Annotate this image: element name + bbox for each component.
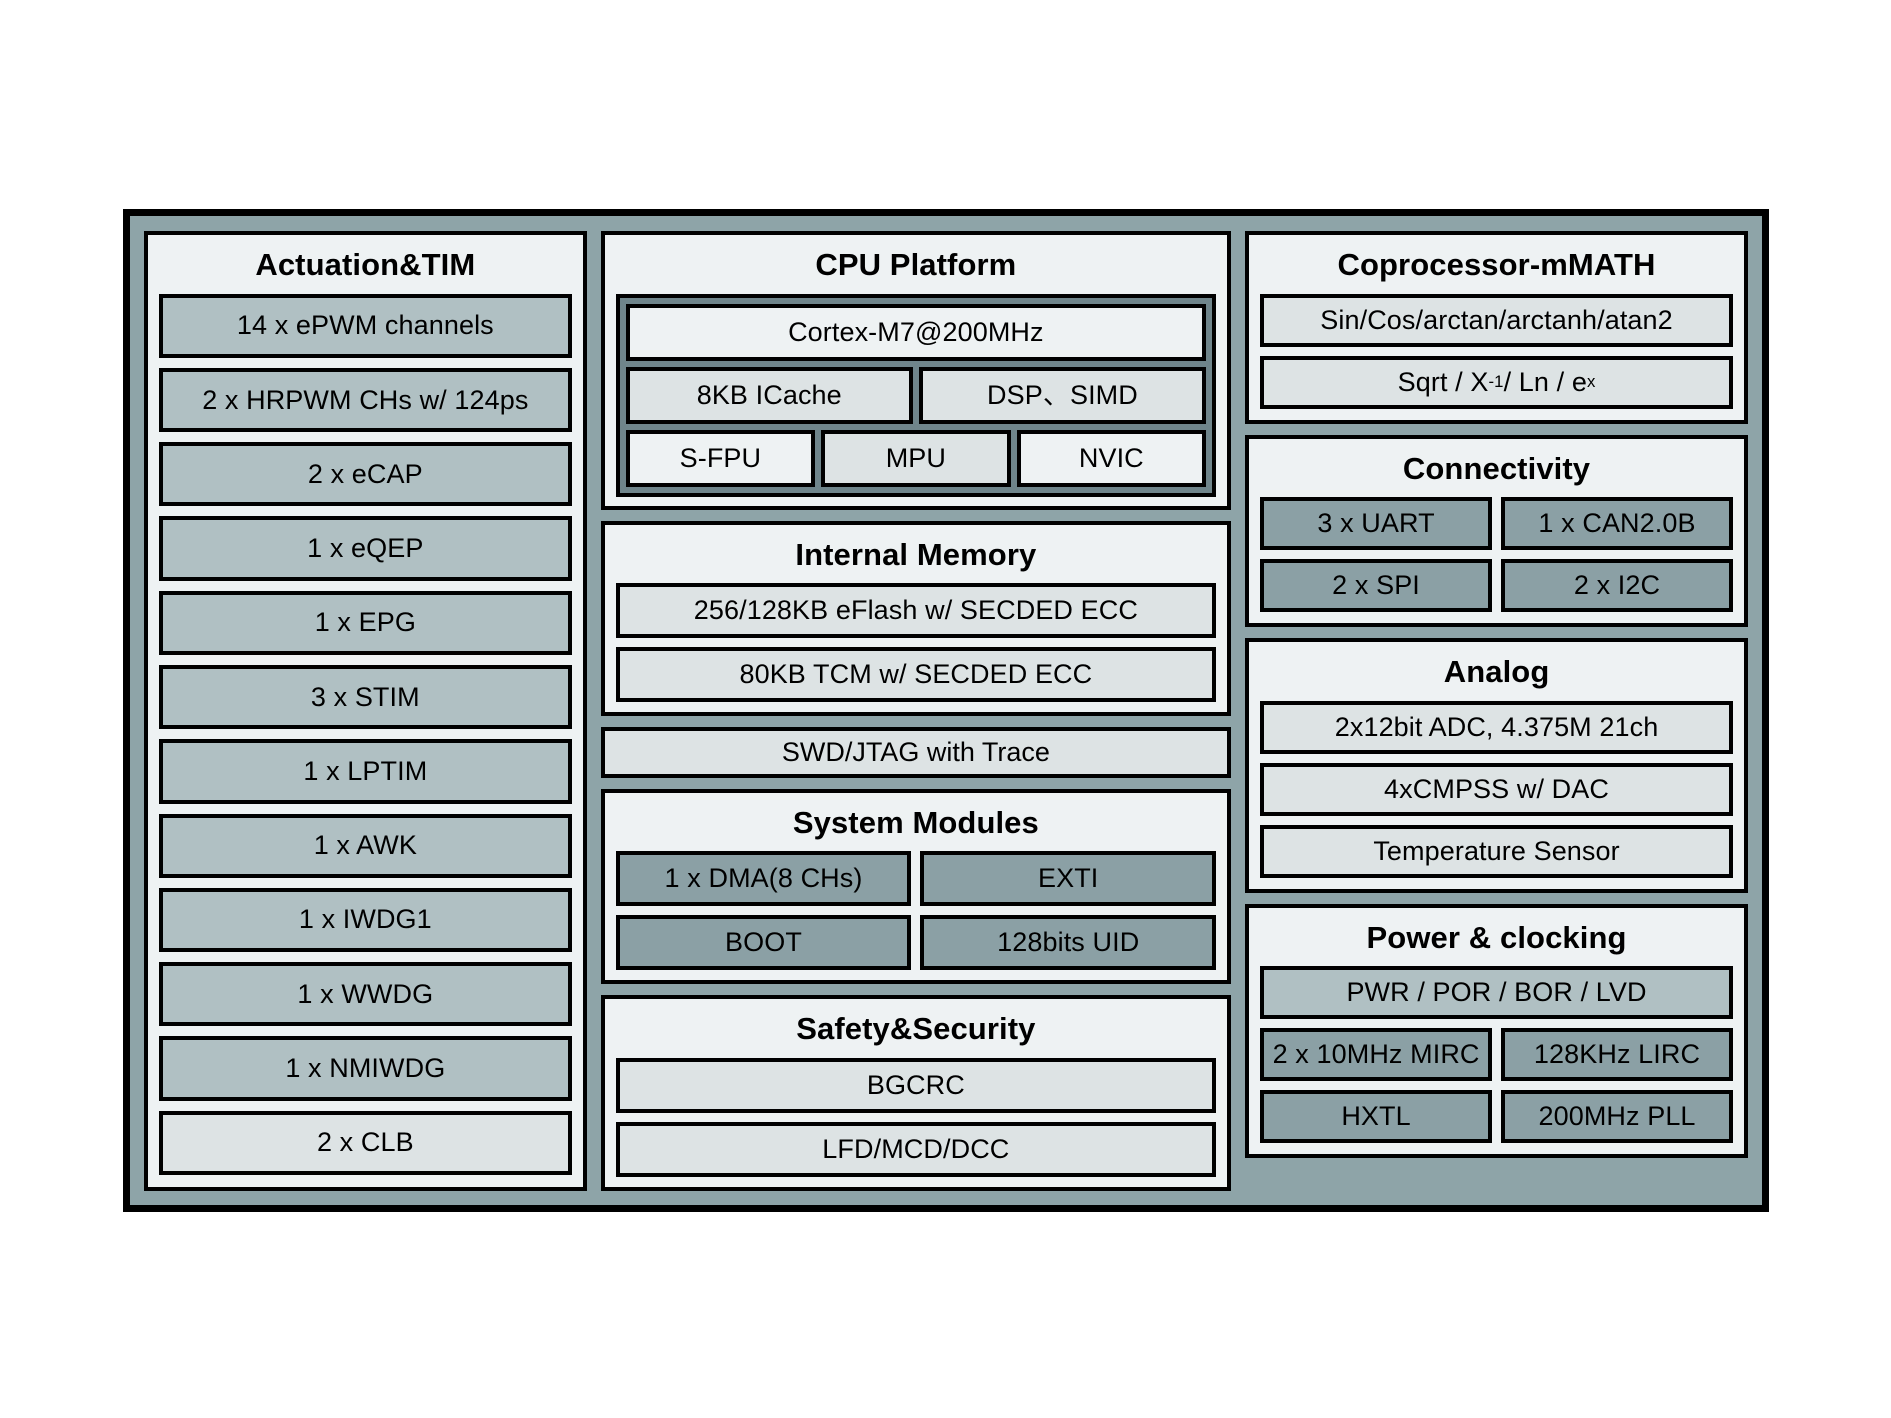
block-2-x-ecap: 2 x eCAP xyxy=(159,442,572,507)
panel-title-connectivity: Connectivity xyxy=(1402,450,1591,486)
panel-title-safety-security: Safety&Security xyxy=(796,1011,1036,1047)
block-1-x-nmiwdg: 1 x NMIWDG xyxy=(159,1036,572,1101)
block-hxtl: HXTL xyxy=(1260,1090,1493,1144)
column-right: Coprocessor-mMATH Sin/Cos/arctan/arctanh… xyxy=(1245,231,1748,1191)
block-200mhz-pll: 200MHz PLL xyxy=(1501,1090,1733,1144)
block-14-x-epwm-channels: 14 x ePWM channels xyxy=(159,293,572,358)
block-nvic: NVIC xyxy=(1016,429,1207,487)
block-2-x-hrpwm-chs-w-124ps: 2 x HRPWM CHs w/ 124ps xyxy=(159,367,572,433)
panel-title-actuation-tim: Actuation&TIM xyxy=(255,247,476,282)
block-mpu: MPU xyxy=(821,429,1011,487)
block-dsp-simd: DSP、SIMD xyxy=(918,366,1207,424)
block-boot: BOOT xyxy=(615,915,912,971)
panel-title-system-modules: System Modules xyxy=(792,804,1039,840)
block-s-fpu: S-FPU xyxy=(625,429,816,487)
column-left: Actuation&TIM 14 x ePWM channels 2 x HRPW… xyxy=(144,231,587,1191)
block-bgcrc: BGCRC xyxy=(615,1058,1217,1113)
panel-safety-security: Safety&Security BGCRC LFD/MCD/DCC xyxy=(600,995,1232,1191)
block-2-x-spi: 2 x SPI xyxy=(1260,559,1493,613)
block-128khz-lirc: 128KHz LIRC xyxy=(1501,1028,1733,1082)
block-1-x-lptim: 1 x LPTIM xyxy=(159,739,572,804)
column-middle: CPU Platform Cortex-M7@200MHz 8KB ICache… xyxy=(600,231,1232,1191)
block-8kb-icache: 8KB ICache xyxy=(625,366,913,424)
block-1-x-iwdg1: 1 x IWDG1 xyxy=(159,887,572,953)
panel-power-clocking: Power & clocking PWR / POR / BOR / LVD 2 … xyxy=(1245,903,1748,1159)
block-exti: EXTI xyxy=(920,851,1217,907)
block-4xcmpss-w-dac: 4xCMPSS w/ DAC xyxy=(1260,762,1733,816)
block-swd-jtag-trace: SWD/JTAG with Trace xyxy=(600,727,1232,778)
panel-title-power-clocking: Power & clocking xyxy=(1366,919,1627,955)
panel-analog: Analog 2x12bit ADC, 4.375M 21ch 4xCMPSS w… xyxy=(1245,638,1748,893)
block-128bits-uid: 128bits UID xyxy=(920,915,1217,971)
block-2x12bit-adc-4-375m-21ch: 2x12bit ADC, 4.375M 21ch xyxy=(1260,700,1733,754)
block-1-x-awk: 1 x AWK xyxy=(159,813,572,878)
block-2-x-i2c: 2 x I2C xyxy=(1501,559,1733,613)
block-temperature-sensor: Temperature Sensor xyxy=(1260,824,1733,878)
panel-cpu-platform: CPU Platform Cortex-M7@200MHz 8KB ICache… xyxy=(600,231,1232,510)
block-3-x-uart: 3 x UART xyxy=(1260,497,1493,551)
block-1-x-eqep: 1 x eQEP xyxy=(159,516,572,581)
panel-actuation-tim: Actuation&TIM 14 x ePWM channels 2 x HRPW… xyxy=(144,231,587,1191)
block-2-x-clb: 2 x CLB xyxy=(159,1110,572,1175)
block-sin-cos-arctan-arctanh-atan2: Sin/Cos/arctan/arctanh/atan2 xyxy=(1260,293,1733,347)
power-clocking-row-1: PWR / POR / BOR / LVD xyxy=(1260,966,1733,1020)
panel-internal-memory: Internal Memory 256/128KB eFlash w/ SECD… xyxy=(600,520,1232,717)
block-2-x-10mhz-mirc: 2 x 10MHz MIRC xyxy=(1260,1028,1493,1082)
block-256-128kb-eflash-w-secded-ecc: 256/128KB eFlash w/ SECDED ECC xyxy=(615,583,1217,639)
block-1-x-epg: 1 x EPG xyxy=(159,590,572,655)
block-1-x-wwdg: 1 x WWDG xyxy=(159,962,572,1027)
panel-coprocessor-mmath: Coprocessor-mMATH Sin/Cos/arctan/arctanh… xyxy=(1245,231,1748,424)
block-3-x-stim: 3 x STIM xyxy=(159,664,572,730)
actuation-block-list: 14 x ePWM channels 2 x HRPWM CHs w/ 124ps… xyxy=(159,293,572,1175)
panel-title-cpu-platform: CPU Platform xyxy=(815,247,1017,282)
block-pwr-por-bor-lvd: PWR / POR / BOR / LVD xyxy=(1260,966,1733,1020)
chip-outline: Actuation&TIM 14 x ePWM channels 2 x HRPW… xyxy=(123,209,1769,1212)
analog-list: 2x12bit ADC, 4.375M 21ch 4xCMPSS w/ DAC Te… xyxy=(1260,700,1733,878)
block-1-x-dma-8-chs: 1 x DMA(8 CHs) xyxy=(615,851,912,907)
block-1-x-can2-0b: 1 x CAN2.0B xyxy=(1501,497,1733,551)
panel-title-internal-memory: Internal Memory xyxy=(795,536,1037,572)
block-cortex-m7: Cortex-M7@200MHz xyxy=(625,303,1207,361)
system-modules-row-1: 1 x DMA(8 CHs)EXTI xyxy=(615,851,1217,907)
block-80kb-tcm-w-secded-ecc: 80KB TCM w/ SECDED ECC xyxy=(615,647,1217,703)
internal-memory-list: 256/128KB eFlash w/ SECDED ECC 80KB TCM w… xyxy=(615,583,1217,703)
panel-title-analog: Analog xyxy=(1443,654,1550,690)
block-lfd-mcd-dcc: LFD/MCD/DCC xyxy=(615,1122,1217,1177)
panel-title-coprocessor-mmath: Coprocessor-mMATH xyxy=(1337,247,1656,282)
safety-security-list: BGCRC LFD/MCD/DCC xyxy=(615,1058,1217,1177)
